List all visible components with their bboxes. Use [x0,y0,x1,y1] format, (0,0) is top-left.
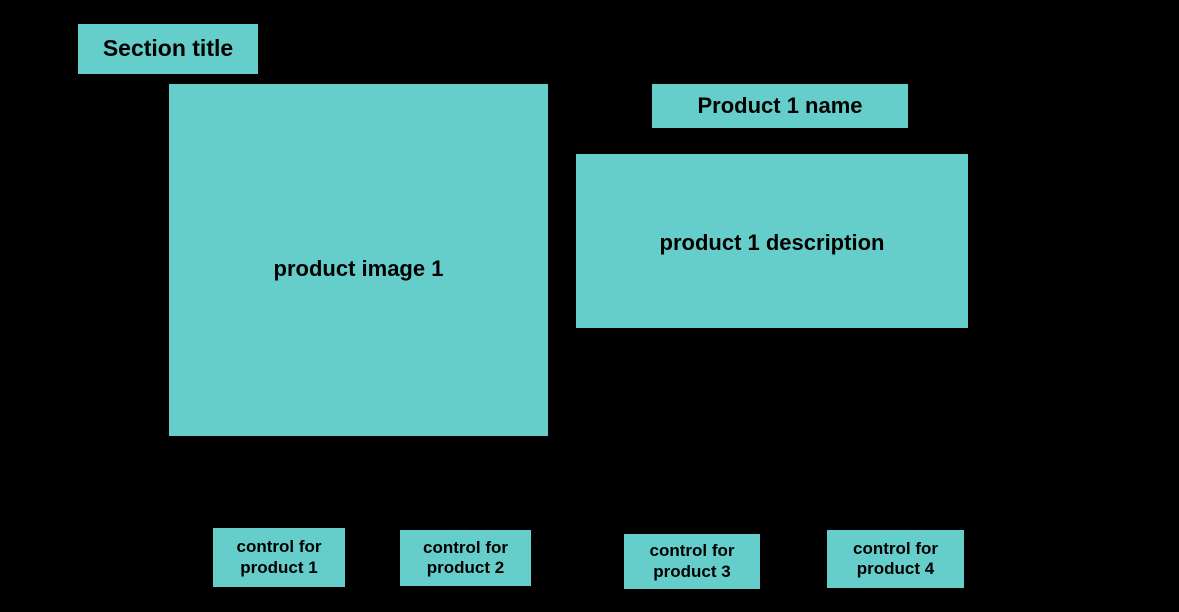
carousel-control-product-4[interactable]: control for product 4 [827,530,964,588]
carousel-control-product-1[interactable]: control for product 1 [213,528,345,587]
product-description-panel: product 1 description [576,154,968,328]
carousel-control-product-3[interactable]: control for product 3 [624,534,760,589]
carousel-control-product-2[interactable]: control for product 2 [400,530,531,586]
product-image-placeholder[interactable]: product image 1 [169,84,548,436]
product-name-label: Product 1 name [652,84,908,128]
section-title: Section title [78,24,258,74]
